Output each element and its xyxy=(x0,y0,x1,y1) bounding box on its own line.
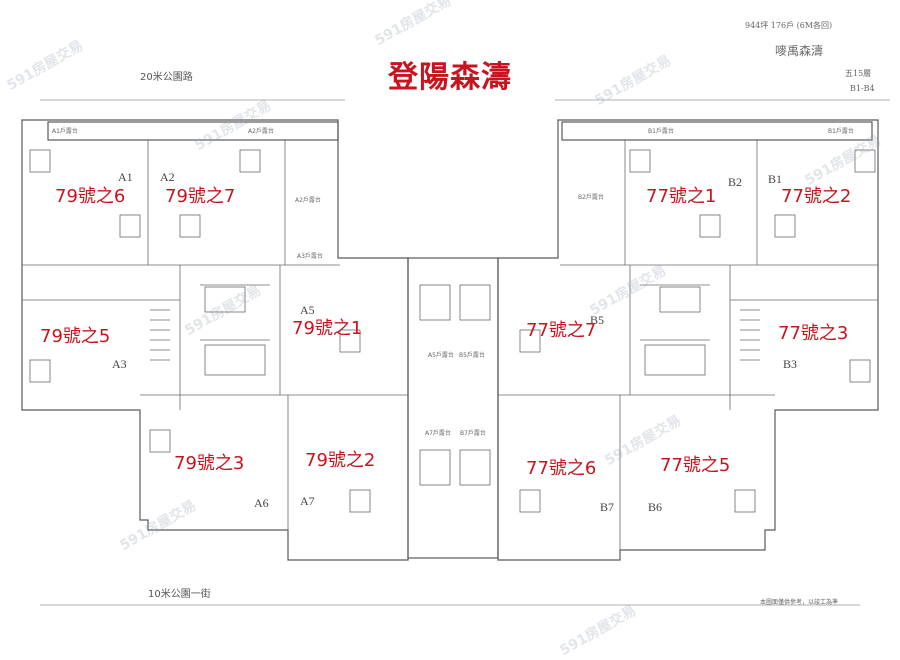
balcony-label: A2戶露台 xyxy=(295,197,321,204)
unit-label: 79號之5 xyxy=(40,326,111,347)
handwritten-note-3: 五15層 xyxy=(845,69,872,78)
balcony-label: B1戶露台 xyxy=(648,128,674,135)
unit-code: B2 xyxy=(728,175,743,189)
unit-code: B7 xyxy=(600,500,615,514)
unit-label: 77號之7 xyxy=(526,320,597,341)
unit-label: 79號之2 xyxy=(305,450,376,471)
balcony-label: A3戶露台 xyxy=(297,253,323,260)
unit-code: A1 xyxy=(118,170,133,184)
balcony-label: B7戶露台 xyxy=(460,430,486,437)
unit-code: B1 xyxy=(768,172,783,186)
unit-label: 77號之1 xyxy=(646,186,717,207)
unit-code: A6 xyxy=(254,496,269,510)
building-outline xyxy=(21,99,890,606)
handwritten-note-4: B1-B4 xyxy=(850,84,875,93)
unit-label: 77號之5 xyxy=(660,455,731,476)
unit-code: B3 xyxy=(783,357,798,371)
unit-code: A2 xyxy=(160,170,175,184)
unit-code: A5 xyxy=(300,303,315,317)
handwritten-note-1: 944坪 176戶 (6M各回) xyxy=(745,21,833,30)
unit-code: B5 xyxy=(590,313,605,327)
balcony-label: A7戶露台 xyxy=(425,430,451,437)
interior-walls xyxy=(22,140,878,550)
unit-label: 77號之6 xyxy=(526,458,597,479)
unit-label: 79號之1 xyxy=(292,318,363,339)
unit-code: A7 xyxy=(300,494,315,508)
balcony-label: A1戶露台 xyxy=(52,128,78,135)
balcony-label: B1戶露台 xyxy=(828,128,854,135)
balcony-label: A2戶露台 xyxy=(248,128,274,135)
unit-label: 79號之6 xyxy=(55,186,126,207)
handwritten-note-2: 嘜禹森濤 xyxy=(775,44,824,58)
road-label-south: 10米公園一街 xyxy=(148,589,211,600)
balcony-label: B5戶露台 xyxy=(459,352,485,359)
unit-code: A3 xyxy=(112,357,127,371)
unit-label: 77號之2 xyxy=(781,186,852,207)
unit-label: 79號之3 xyxy=(174,453,245,474)
balcony-label: B2戶露台 xyxy=(578,194,604,201)
unit-label: 77號之3 xyxy=(778,323,849,344)
unit-label: 79號之7 xyxy=(165,186,236,207)
unit-code: B6 xyxy=(648,500,663,514)
balcony-label: A5戶露台 xyxy=(428,352,454,359)
road-label-north: 20米公園路 xyxy=(140,72,193,83)
footer-note: 本圖面僅供參考，以竣工為準 xyxy=(760,599,839,606)
page-title: 登陽森濤 xyxy=(388,60,512,95)
